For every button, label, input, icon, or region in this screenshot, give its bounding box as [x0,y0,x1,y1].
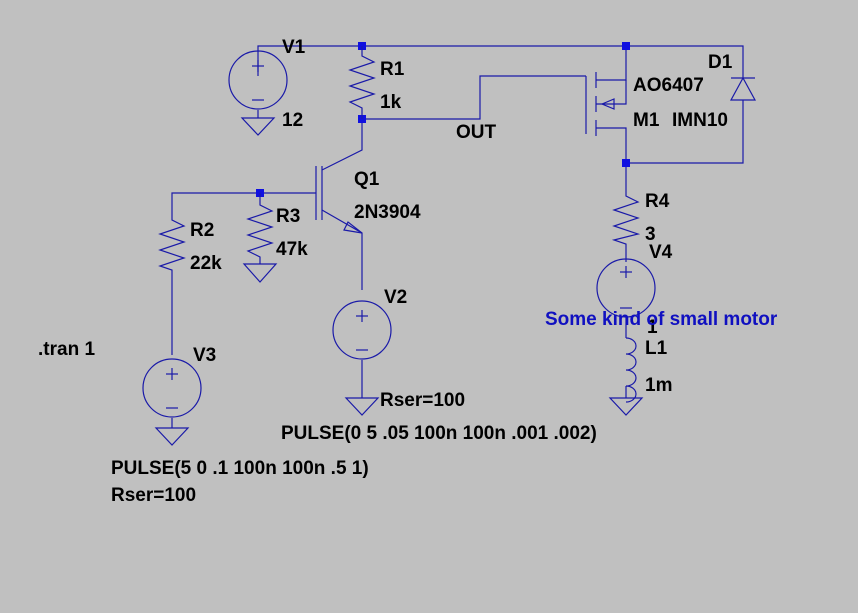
r4-value-label: 3 [645,224,656,245]
wires [171,45,744,428]
v1-voltage-source[interactable] [228,50,288,110]
m1-value-label: AO6407 [633,75,704,96]
v4-value-label: 1 [647,317,658,338]
spice-directive[interactable]: .tran 1 [38,339,95,360]
r2-ref-label: R2 [190,220,214,241]
ground-icon [608,397,644,416]
wire-top-rail [257,45,744,78]
v3-voltage-source[interactable] [142,358,202,418]
comment-text[interactable]: Some kind of small motor [545,309,778,330]
l1-inductor[interactable] [625,337,637,403]
v4-ref-label: V4 [649,242,673,263]
v3-pulse-label: PULSE(5 0 .1 100n 100n .5 1) [111,458,369,479]
l1-value-label: 1m [645,375,672,396]
net-label-out: OUT [456,122,497,143]
ground-icon [240,117,276,136]
r2-value-label: 22k [190,253,222,274]
m1-mosfet[interactable] [585,72,627,136]
ground-icon [154,427,190,446]
v2-ref-label: V2 [384,287,407,308]
r3-ref-label: R3 [276,206,300,227]
v1-ref-label: V1 [282,37,306,58]
r4-ref-label: R4 [645,191,670,212]
m1-ref-label: M1 [633,110,660,131]
m1-extra-label: IMN10 [672,110,728,131]
q1-transistor[interactable] [315,166,363,234]
r3-value-label: 47k [276,239,308,260]
q1-ref-label: Q1 [354,169,380,190]
r1-value-label: 1k [380,92,402,113]
wire-collector [321,119,363,171]
d1-diode[interactable] [729,76,757,101]
junction-dot [622,159,630,167]
v2-value-label: Rser=100 [380,390,465,411]
ground-icon [344,397,380,416]
r1-ref-label: R1 [380,59,405,80]
r4-resistor[interactable] [611,190,641,245]
wire-base [171,192,316,212]
wire-drain-diode [625,100,744,164]
d1-ref-label: D1 [708,52,733,73]
wire-out-gate [362,75,586,120]
v2-voltage-source[interactable] [332,300,392,360]
ground-icon [242,263,278,283]
junction-dot [622,42,630,50]
v2-pulse-label: PULSE(0 5 .05 100n 100n .001 .002) [281,423,597,444]
v3-rser-label: Rser=100 [111,485,196,506]
v1-value-label: 12 [282,110,303,131]
q1-value-label: 2N3904 [354,202,421,223]
v4-voltage-source[interactable] [596,258,656,318]
v3-ref-label: V3 [193,345,216,366]
l1-ref-label: L1 [645,338,668,359]
r3-resistor[interactable] [246,193,274,264]
r1-resistor[interactable] [348,46,376,119]
r2-resistor[interactable] [158,212,186,272]
